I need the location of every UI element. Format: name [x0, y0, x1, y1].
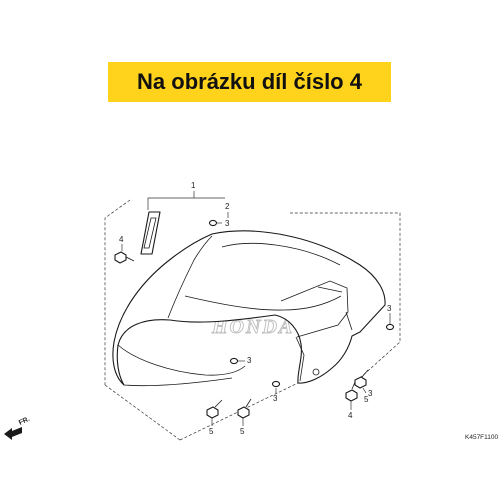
watermark-text: HONDA — [211, 316, 294, 338]
bolt-4-left — [114, 251, 135, 264]
bolt-5-a — [206, 399, 223, 419]
callout-5-c: 5 — [364, 395, 369, 404]
bolt-5-b — [237, 398, 252, 419]
bolt-5-c — [354, 369, 369, 389]
callout-4-right: 4 — [348, 411, 353, 420]
callout-2: 2 — [225, 202, 230, 211]
callout-5-a: 5 — [209, 427, 214, 436]
direction-label: FR. — [18, 416, 31, 427]
callout-3-bottom: 3 — [273, 394, 278, 403]
bolt-4-right — [345, 379, 358, 402]
callout-3-right: 3 — [387, 304, 392, 313]
grommet-3d — [271, 380, 281, 388]
callout-3-lower: 3 — [247, 356, 252, 365]
grommet-3c — [229, 357, 239, 365]
callout-5-b: 5 — [240, 427, 245, 436]
grommet-3b — [385, 323, 395, 331]
front-fender — [112, 230, 386, 387]
grommet-3a — [208, 219, 218, 227]
figure-code: K457F1100 — [465, 434, 499, 441]
callout-1: 1 — [191, 181, 196, 190]
callout-4-left: 4 — [119, 235, 124, 244]
banner: Na obrázku díl číslo 4 — [108, 62, 391, 102]
assembly-bracket — [104, 199, 131, 385]
callout-3-top: 3 — [225, 219, 230, 228]
banner-title: Na obrázku díl číslo 4 — [137, 69, 362, 94]
callout-3-right-lower: 3 — [368, 389, 373, 398]
front-direction-arrow: FR. — [4, 416, 31, 440]
